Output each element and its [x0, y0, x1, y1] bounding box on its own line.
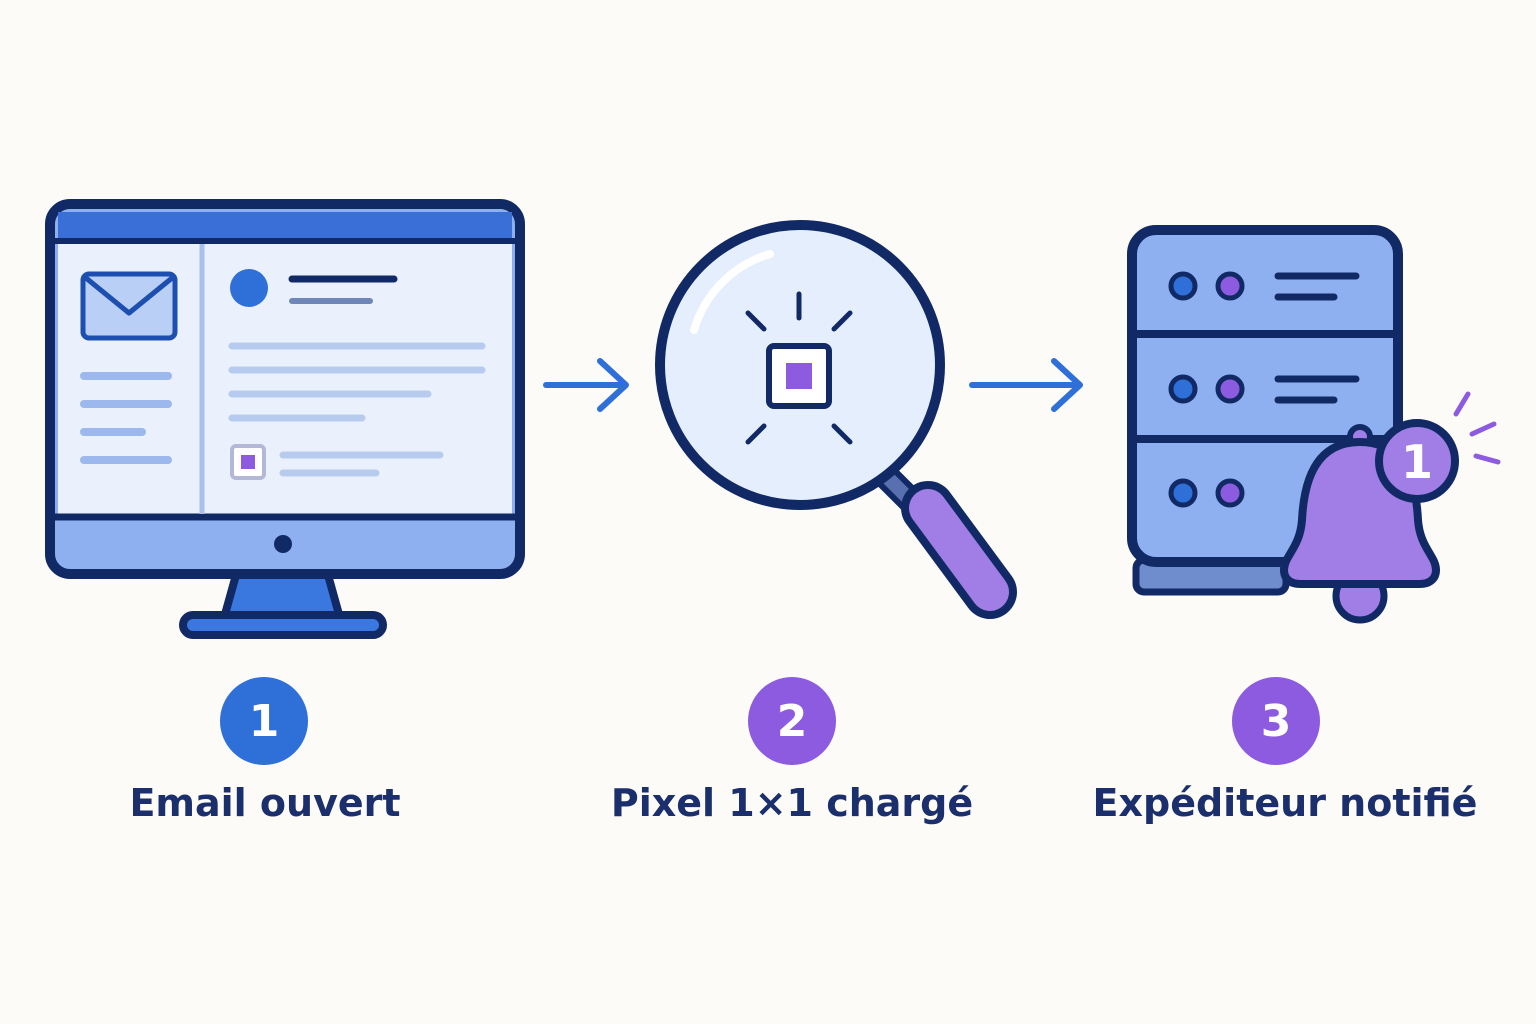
step-1-label: Email ouvert: [129, 781, 401, 825]
arrow-right-icon: [543, 358, 629, 412]
monitor-email-icon: [45, 199, 525, 639]
step-3-badge: 3: [1232, 677, 1320, 765]
notification-badge: 1: [1375, 419, 1459, 503]
arrow-right-icon: [969, 358, 1083, 412]
notification-count: 1: [1401, 435, 1433, 489]
step-1-badge: 1: [220, 677, 308, 765]
step-3-label: Expéditeur notifié: [1092, 781, 1478, 825]
step-2-label: Pixel 1×1 chargé: [610, 781, 974, 825]
server-bell-icon: 1: [1127, 225, 1501, 624]
step-2-badge: 2: [748, 677, 836, 765]
magnifier-pixel-icon: [655, 220, 1017, 619]
